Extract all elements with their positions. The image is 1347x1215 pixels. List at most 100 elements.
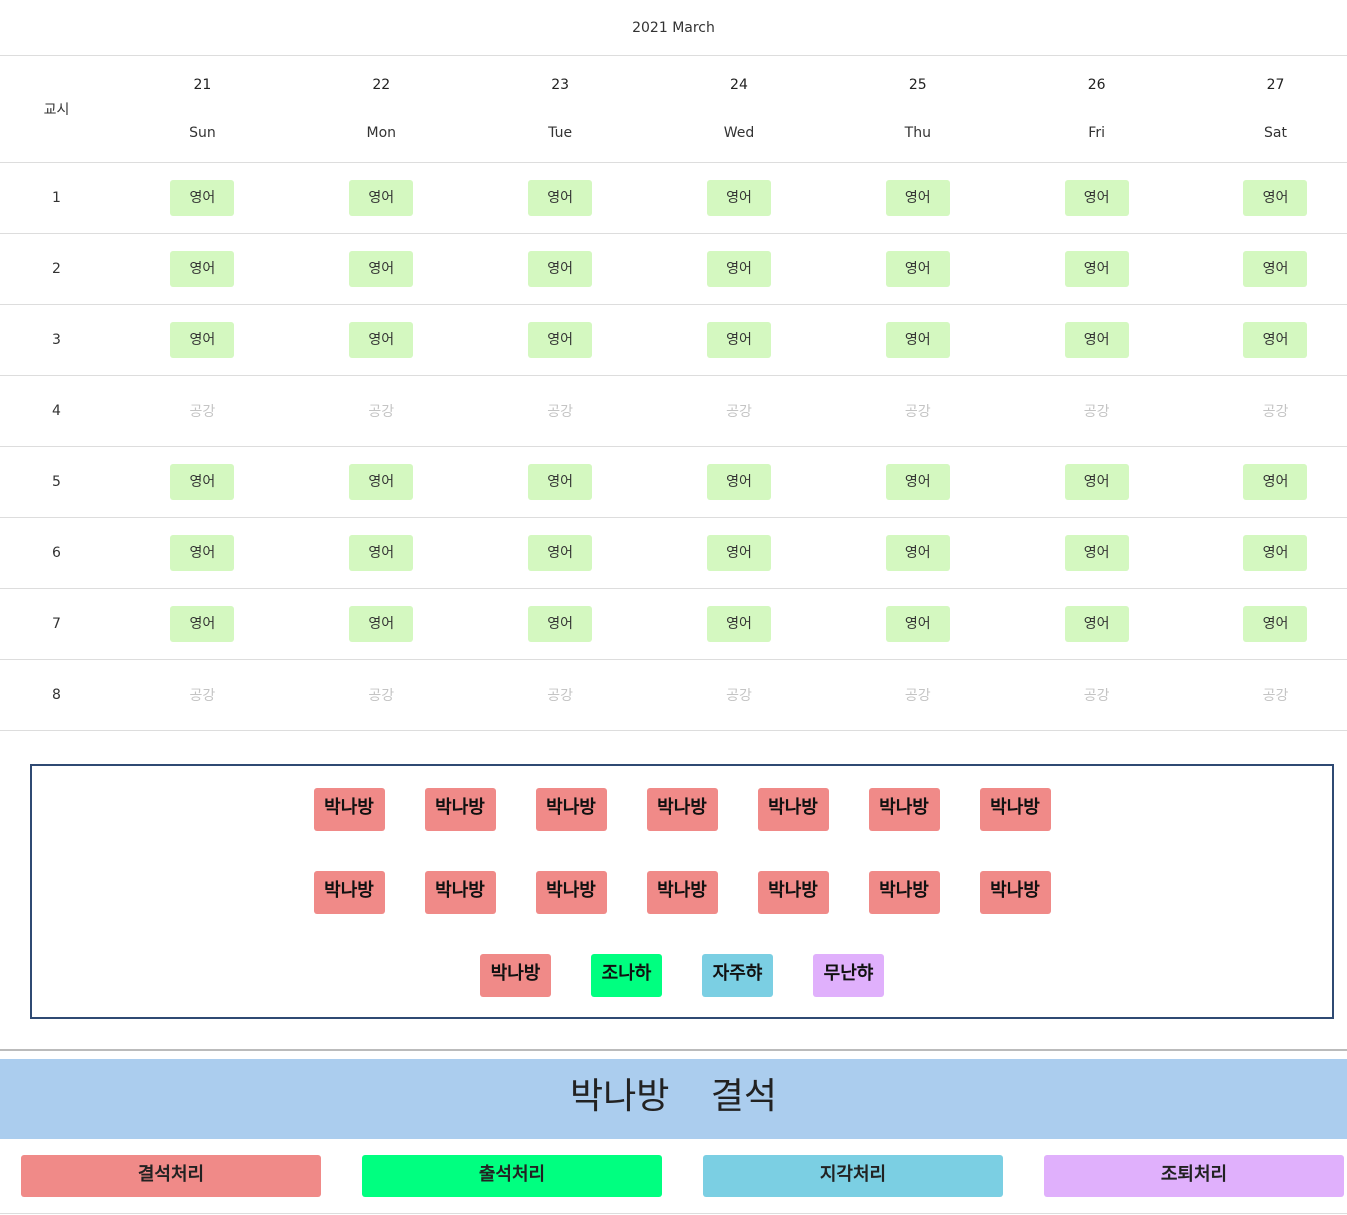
- class-chip[interactable]: 영어: [1064, 322, 1129, 358]
- class-chip[interactable]: 영어: [528, 251, 593, 287]
- divider: [0, 1049, 1347, 1051]
- class-chip[interactable]: 영어: [706, 322, 771, 358]
- selected-student-name: 박나방: [569, 1076, 670, 1117]
- student-button[interactable]: 박나방: [424, 788, 496, 831]
- class-chip[interactable]: 영어: [1064, 464, 1129, 500]
- free-period-label: 공강: [904, 688, 931, 704]
- day-name: Tue: [548, 125, 573, 141]
- timetable-cell: 영어: [113, 233, 292, 305]
- class-chip[interactable]: 영어: [1243, 322, 1308, 358]
- student-button[interactable]: 박나방: [646, 871, 718, 914]
- timetable-cell: 영어: [1007, 162, 1187, 234]
- class-chip[interactable]: 영어: [885, 180, 950, 216]
- class-chip[interactable]: 영어: [706, 535, 771, 571]
- class-chip[interactable]: 영어: [170, 322, 235, 358]
- class-chip[interactable]: 영어: [170, 606, 235, 642]
- timetable-cell: 영어: [291, 517, 471, 589]
- timetable-cell: 영어: [1186, 162, 1347, 234]
- student-button[interactable]: 박나방: [757, 788, 829, 831]
- present-button[interactable]: 출석처리: [362, 1155, 662, 1197]
- class-chip[interactable]: 영어: [706, 251, 771, 287]
- period-number: 1: [0, 162, 113, 234]
- absent-button[interactable]: 결석처리: [21, 1155, 321, 1197]
- day-date: 26: [1087, 77, 1106, 93]
- class-chip[interactable]: 영어: [1243, 251, 1308, 287]
- timetable-cell: 영어: [649, 517, 829, 589]
- student-button[interactable]: 조나하: [591, 954, 662, 997]
- class-chip[interactable]: 영어: [706, 464, 771, 500]
- class-chip[interactable]: 영어: [528, 322, 593, 358]
- timetable-cell: 공강: [649, 375, 829, 447]
- student-button[interactable]: 자주햐: [702, 954, 773, 997]
- class-chip[interactable]: 영어: [349, 464, 414, 500]
- student-button[interactable]: 박나방: [424, 871, 496, 914]
- class-chip[interactable]: 영어: [528, 180, 593, 216]
- calendar-title: 2021 March: [0, 0, 1347, 56]
- timetable-cell: 영어: [291, 446, 471, 518]
- timetable-cell: 공강: [470, 375, 650, 447]
- student-button[interactable]: 박나방: [868, 788, 940, 831]
- class-chip[interactable]: 영어: [885, 606, 950, 642]
- free-period-label: 공강: [189, 404, 216, 420]
- class-chip[interactable]: 영어: [1064, 606, 1129, 642]
- class-chip[interactable]: 영어: [1243, 606, 1308, 642]
- student-button[interactable]: 무난햐: [813, 954, 884, 997]
- student-button[interactable]: 박나방: [757, 871, 829, 914]
- timetable-cell: 영어: [649, 304, 829, 376]
- day-name: Wed: [723, 125, 755, 141]
- student-button[interactable]: 박나방: [535, 871, 607, 914]
- class-chip[interactable]: 영어: [170, 251, 235, 287]
- class-chip[interactable]: 영어: [706, 180, 771, 216]
- timetable-cell: 공강: [1007, 375, 1187, 447]
- student-button[interactable]: 박나방: [480, 954, 551, 997]
- class-chip[interactable]: 영어: [885, 251, 950, 287]
- class-chip[interactable]: 영어: [528, 535, 593, 571]
- class-chip[interactable]: 영어: [1064, 180, 1129, 216]
- student-button[interactable]: 박나방: [979, 871, 1051, 914]
- student-button[interactable]: 박나방: [979, 788, 1051, 831]
- timetable-cell: 영어: [1007, 233, 1187, 305]
- class-chip[interactable]: 영어: [349, 251, 414, 287]
- class-chip[interactable]: 영어: [170, 535, 235, 571]
- class-chip[interactable]: 영어: [706, 606, 771, 642]
- class-chip[interactable]: 영어: [1064, 535, 1129, 571]
- late-button[interactable]: 지각처리: [703, 1155, 1003, 1197]
- timetable-cell: 공강: [291, 659, 471, 731]
- class-chip[interactable]: 영어: [885, 535, 950, 571]
- timetable-cell: 공강: [113, 659, 292, 731]
- class-chip[interactable]: 영어: [885, 464, 950, 500]
- class-chip[interactable]: 영어: [528, 464, 593, 500]
- timetable-cell: 영어: [1007, 446, 1187, 518]
- student-button[interactable]: 박나방: [646, 788, 718, 831]
- class-chip[interactable]: 영어: [1064, 251, 1129, 287]
- timetable-cell: 공강: [828, 375, 1008, 447]
- student-button[interactable]: 박나방: [535, 788, 607, 831]
- class-chip[interactable]: 영어: [170, 464, 235, 500]
- timetable-cell: 영어: [828, 446, 1008, 518]
- timetable-cell: 영어: [1007, 588, 1187, 660]
- class-chip[interactable]: 영어: [528, 606, 593, 642]
- class-chip[interactable]: 영어: [1243, 180, 1308, 216]
- class-chip[interactable]: 영어: [349, 606, 414, 642]
- period-number: 4: [0, 375, 113, 447]
- student-button[interactable]: 박나방: [313, 788, 385, 831]
- class-chip[interactable]: 영어: [349, 535, 414, 571]
- free-period-label: 공강: [1083, 404, 1110, 420]
- class-chip[interactable]: 영어: [170, 180, 235, 216]
- class-chip[interactable]: 영어: [1243, 464, 1308, 500]
- student-button[interactable]: 박나방: [868, 871, 940, 914]
- early-leave-button[interactable]: 조퇴처리: [1044, 1155, 1344, 1197]
- class-chip[interactable]: 영어: [349, 322, 414, 358]
- timetable-cell: 영어: [1186, 233, 1347, 305]
- class-chip[interactable]: 영어: [885, 322, 950, 358]
- student-button[interactable]: 박나방: [313, 871, 385, 914]
- day-date: 23: [551, 77, 570, 93]
- class-chip[interactable]: 영어: [1243, 535, 1308, 571]
- class-chip[interactable]: 영어: [349, 180, 414, 216]
